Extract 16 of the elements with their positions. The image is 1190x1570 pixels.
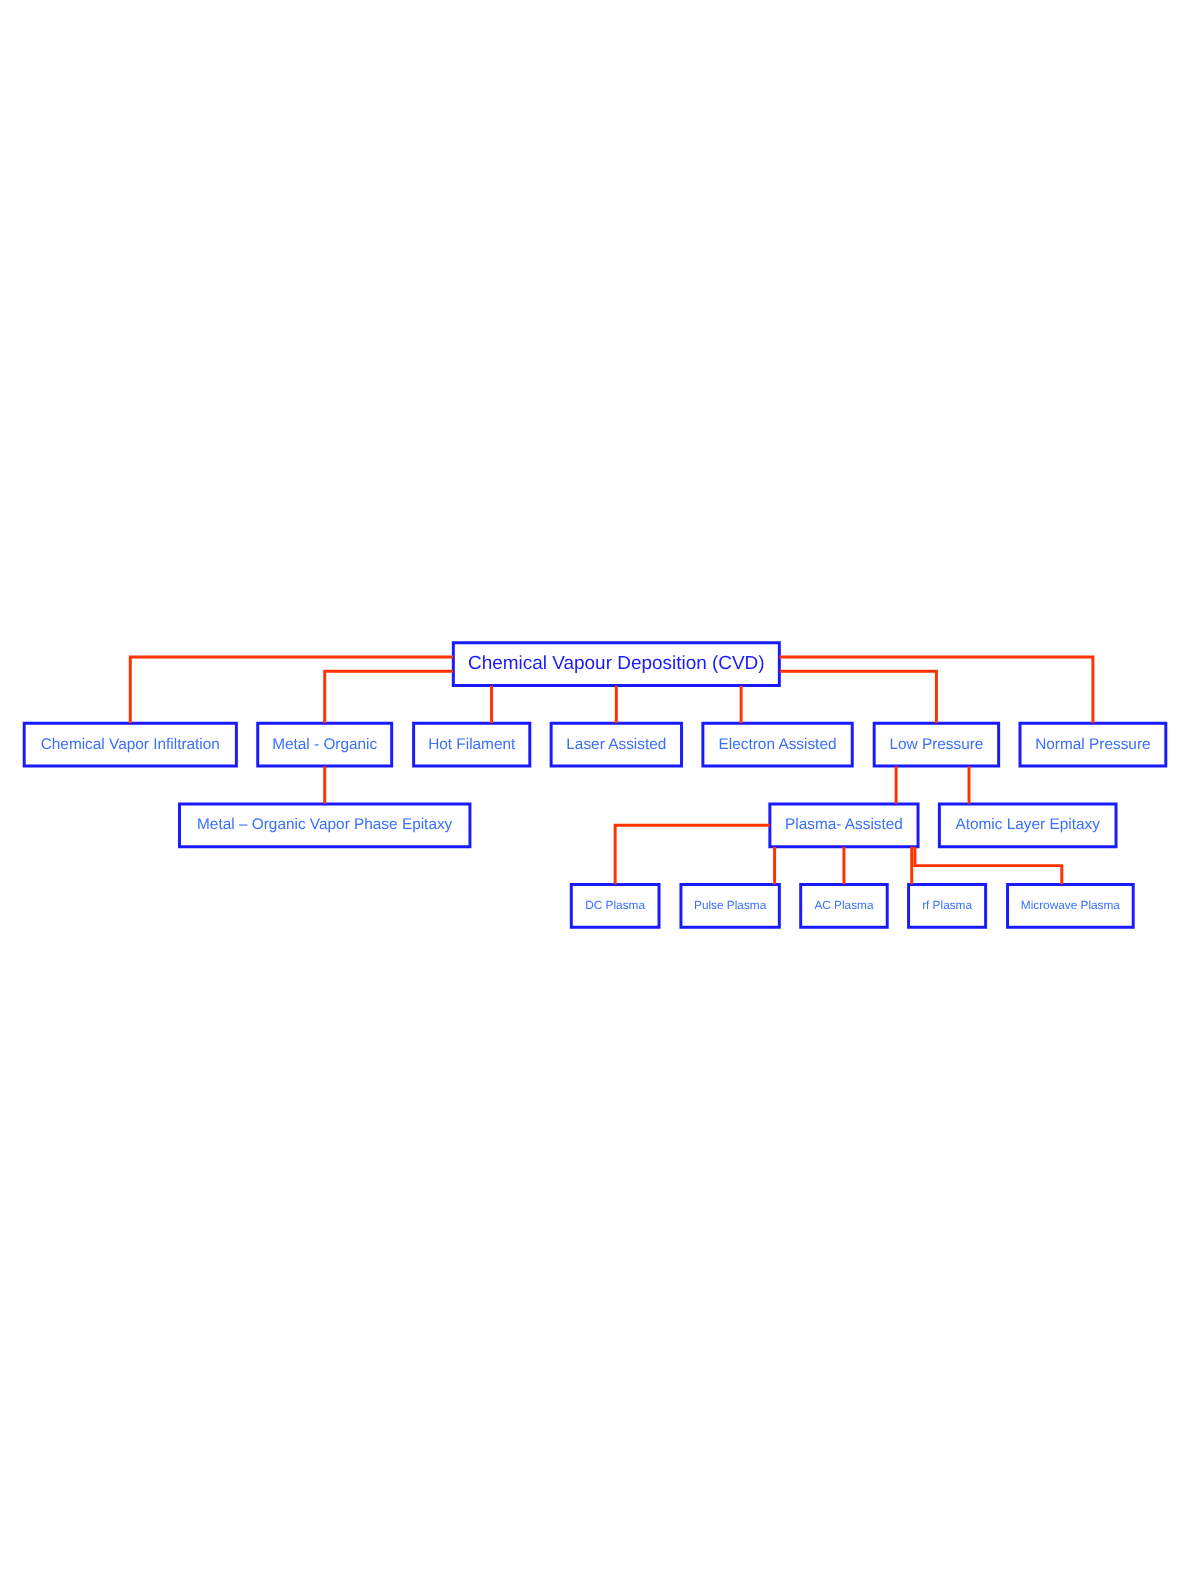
connector xyxy=(323,766,327,804)
connector xyxy=(894,766,898,804)
connector xyxy=(773,846,777,885)
connector xyxy=(614,685,618,724)
connector xyxy=(739,685,743,724)
node-box: Chemical Vapour Deposition (CVD) xyxy=(451,641,781,687)
connector xyxy=(613,823,770,885)
connector xyxy=(967,766,971,804)
connector xyxy=(490,685,494,724)
connector xyxy=(913,846,1064,885)
connector xyxy=(910,846,914,885)
connector xyxy=(842,846,846,885)
connector xyxy=(323,669,454,724)
connector xyxy=(779,669,938,724)
connector xyxy=(128,655,454,723)
connector xyxy=(779,655,1095,723)
